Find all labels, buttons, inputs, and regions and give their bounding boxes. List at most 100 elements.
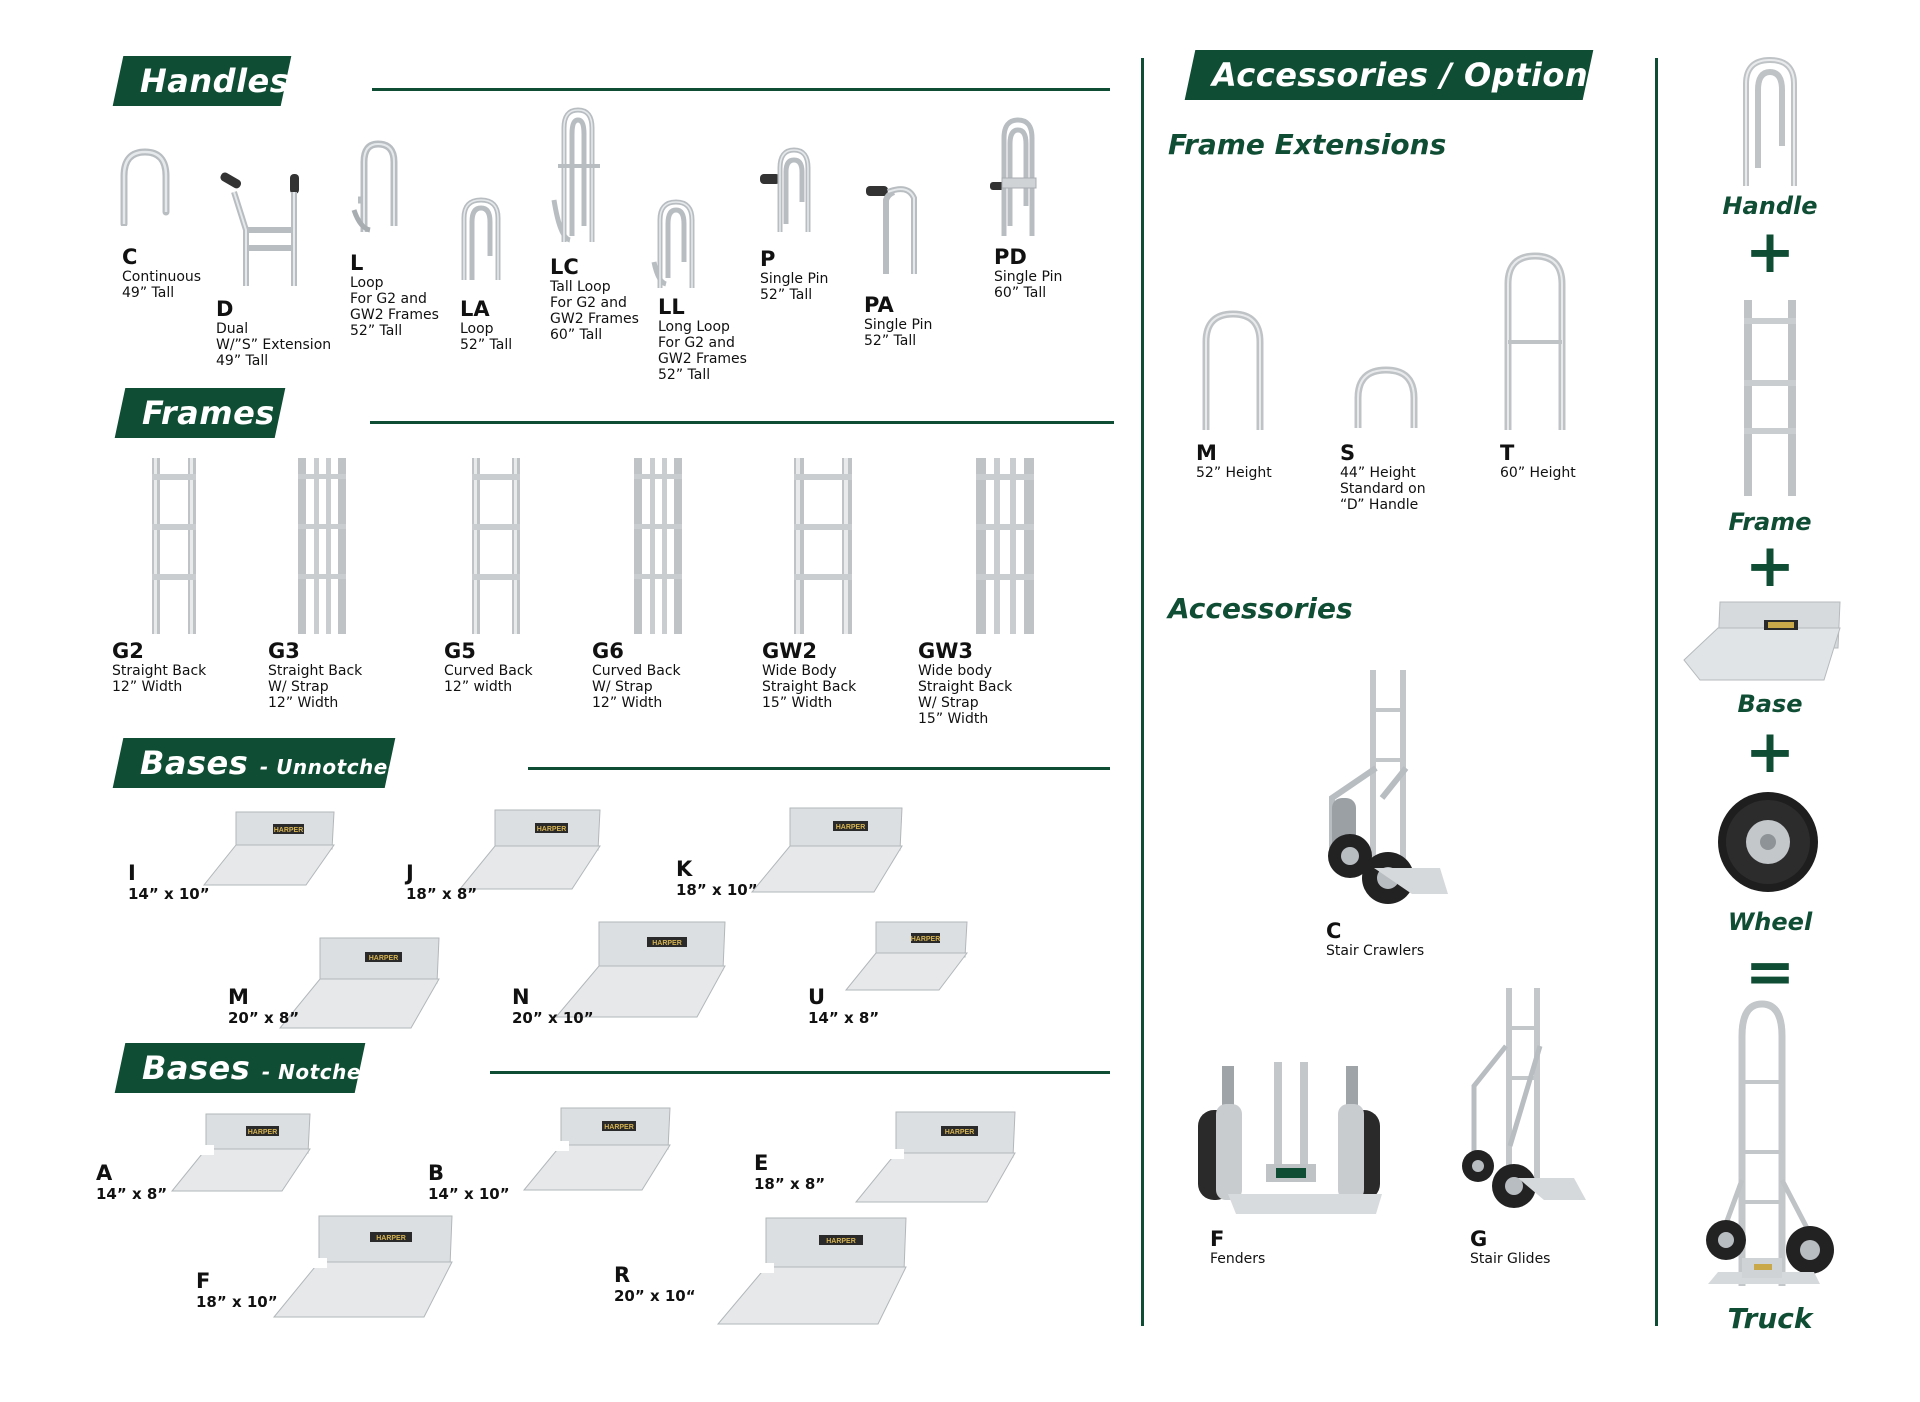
frame-g5[interactable]: G5 Curved Back 12” width bbox=[444, 640, 533, 696]
column-divider-left bbox=[1141, 58, 1144, 1326]
accessory-c[interactable]: C Stair Crawlers bbox=[1326, 920, 1424, 960]
base-plate-n: HARPER bbox=[554, 921, 726, 1018]
frame-gw2[interactable]: GW2 Wide Body Straight Back 15” Width bbox=[762, 640, 857, 712]
handle-code: L bbox=[350, 251, 364, 275]
handle-desc: Long Loop bbox=[658, 319, 730, 335]
frame-code: GW3 bbox=[918, 639, 974, 663]
base-code: E bbox=[754, 1151, 769, 1175]
base-code: A bbox=[96, 1161, 113, 1185]
brand-plate-text: HARPER bbox=[537, 826, 567, 833]
handle-desc: GW2 Frames bbox=[550, 311, 639, 327]
base-code: M bbox=[228, 985, 249, 1009]
frame-g2[interactable]: G2 Straight Back 12” Width bbox=[112, 640, 207, 696]
assembly-truck-image bbox=[1706, 1000, 1834, 1286]
bases-unnotched-suffix: - Unnotched bbox=[259, 755, 403, 779]
handle-l[interactable]: L Loop For G2 and GW2 Frames 52” Tall bbox=[350, 251, 439, 340]
extension-desc: 60” Height bbox=[1500, 465, 1576, 481]
base-m[interactable]: M 20” x 8” bbox=[228, 985, 299, 1028]
frame-gw2-image bbox=[794, 458, 852, 634]
frame-desc: W/ Strap bbox=[592, 679, 653, 695]
accessory-g[interactable]: G Stair Glides bbox=[1470, 1228, 1551, 1268]
frame-g6[interactable]: G6 Curved Back W/ Strap 12” Width bbox=[592, 640, 681, 712]
handle-desc: Single Pin bbox=[760, 271, 829, 287]
frame-g5-image bbox=[472, 458, 520, 634]
handle-la-image bbox=[461, 197, 501, 280]
frames-banner: Frames bbox=[114, 388, 286, 438]
base-a[interactable]: A 14” x 8” bbox=[96, 1161, 167, 1204]
frames-rule bbox=[370, 421, 1114, 424]
frame-desc: Curved Back bbox=[444, 663, 533, 679]
base-r[interactable]: R 20” x 10“ bbox=[614, 1264, 696, 1306]
accessory-desc: Stair Glides bbox=[1470, 1251, 1551, 1267]
base-plate-k: HARPER bbox=[750, 807, 903, 893]
assembly-frame-image bbox=[1744, 300, 1796, 496]
accessory-stair-crawlers-image bbox=[1328, 670, 1448, 904]
column-divider-right bbox=[1655, 58, 1658, 1326]
handle-c[interactable]: C Continuous 49” Tall bbox=[122, 245, 202, 302]
base-plate-m: HARPER bbox=[278, 937, 440, 1029]
bases-notched-rule bbox=[490, 1071, 1110, 1074]
base-e[interactable]: E 18” x 8” bbox=[754, 1151, 825, 1194]
handle-lc[interactable]: LC Tall Loop For G2 and GW2 Frames 60” T… bbox=[550, 256, 639, 344]
base-size: 14” x 8” bbox=[808, 1009, 880, 1027]
base-plate-r: HARPER bbox=[716, 1217, 907, 1325]
handle-pa[interactable]: PA Single Pin 52” Tall bbox=[864, 293, 932, 350]
extension-code: T bbox=[1500, 441, 1515, 465]
handle-p[interactable]: P Single Pin 52” Tall bbox=[760, 248, 829, 304]
extension-code: M bbox=[1196, 441, 1217, 465]
base-i[interactable]: I 14” x 10” bbox=[128, 862, 210, 904]
handle-desc: For G2 and bbox=[550, 295, 627, 311]
frame-desc: Wide body bbox=[918, 663, 992, 679]
handle-code: LA bbox=[460, 297, 490, 321]
base-j[interactable]: J 18” x 8” bbox=[406, 861, 477, 904]
extension-s[interactable]: S 44” Height Standard on “D” Handle bbox=[1340, 442, 1426, 514]
handle-code: PA bbox=[864, 293, 894, 317]
handle-pd[interactable]: PD Single Pin 60” Tall bbox=[994, 246, 1063, 302]
frame-g2-image bbox=[152, 458, 196, 634]
base-plate-b: HARPER bbox=[522, 1107, 671, 1191]
handle-desc: W/”S” Extension bbox=[216, 337, 332, 353]
handle-ll[interactable]: LL Long Loop For G2 and GW2 Frames 52” T… bbox=[658, 296, 747, 384]
assembly-base-image bbox=[1683, 601, 1841, 681]
handle-d[interactable]: D Dual W/”S” Extension 49” Tall bbox=[216, 298, 332, 370]
handle-desc: Continuous bbox=[122, 269, 202, 285]
base-code: F bbox=[196, 1269, 211, 1293]
extension-desc: Standard on bbox=[1340, 481, 1426, 497]
frame-desc: Straight Back bbox=[112, 663, 207, 679]
frame-g3[interactable]: G3 Straight Back W/ Strap 12” Width bbox=[268, 640, 362, 712]
bases-unnotched-rule bbox=[528, 767, 1110, 770]
base-u[interactable]: U 14” x 8” bbox=[808, 985, 880, 1028]
handle-height: 60” Tall bbox=[550, 327, 603, 343]
frame-desc: W/ Strap bbox=[268, 679, 329, 695]
assembly-handle-image bbox=[1743, 56, 1797, 186]
bases-unnotched-title-text: Bases bbox=[140, 744, 249, 782]
base-code: J bbox=[406, 861, 414, 885]
extension-m[interactable]: M 52” Height bbox=[1196, 441, 1272, 482]
equals-icon: = bbox=[1744, 937, 1796, 1007]
handle-la[interactable]: LA Loop 52” Tall bbox=[460, 297, 512, 354]
accessory-desc: Fenders bbox=[1210, 1251, 1266, 1267]
handle-desc: Single Pin bbox=[994, 269, 1063, 285]
base-b[interactable]: B 14” x 10” bbox=[428, 1162, 510, 1204]
base-code: U bbox=[808, 985, 826, 1009]
assembly-truck-label: Truck bbox=[1727, 1302, 1813, 1335]
base-plate-j: HARPER bbox=[458, 809, 601, 890]
frame-width: 15” Width bbox=[918, 711, 989, 727]
frame-desc: Curved Back bbox=[592, 663, 681, 679]
frame-desc: W/ Strap bbox=[918, 695, 979, 711]
base-k[interactable]: K 18” x 10” bbox=[676, 858, 758, 900]
plus-icon: + bbox=[1744, 531, 1796, 601]
handle-code: C bbox=[122, 245, 138, 269]
base-f[interactable]: F 18” x 10” bbox=[196, 1269, 278, 1312]
brand-plate-text: HARPER bbox=[376, 1235, 406, 1242]
brand-plate-text: HARPER bbox=[369, 955, 399, 962]
bases-unnotched-banner: Bases - Unnotched bbox=[112, 738, 403, 788]
frame-desc: Straight Back bbox=[762, 679, 857, 695]
handle-d-image bbox=[220, 172, 299, 286]
frame-gw3[interactable]: GW3 Wide body Straight Back W/ Strap 15”… bbox=[918, 639, 1012, 728]
extension-t[interactable]: T 60” Height bbox=[1500, 441, 1576, 482]
extension-s-image bbox=[1354, 366, 1418, 428]
base-n[interactable]: N 20” x 10” bbox=[512, 986, 594, 1028]
handle-desc: GW2 Frames bbox=[350, 307, 439, 323]
accessory-f[interactable]: F Fenders bbox=[1210, 1228, 1266, 1268]
